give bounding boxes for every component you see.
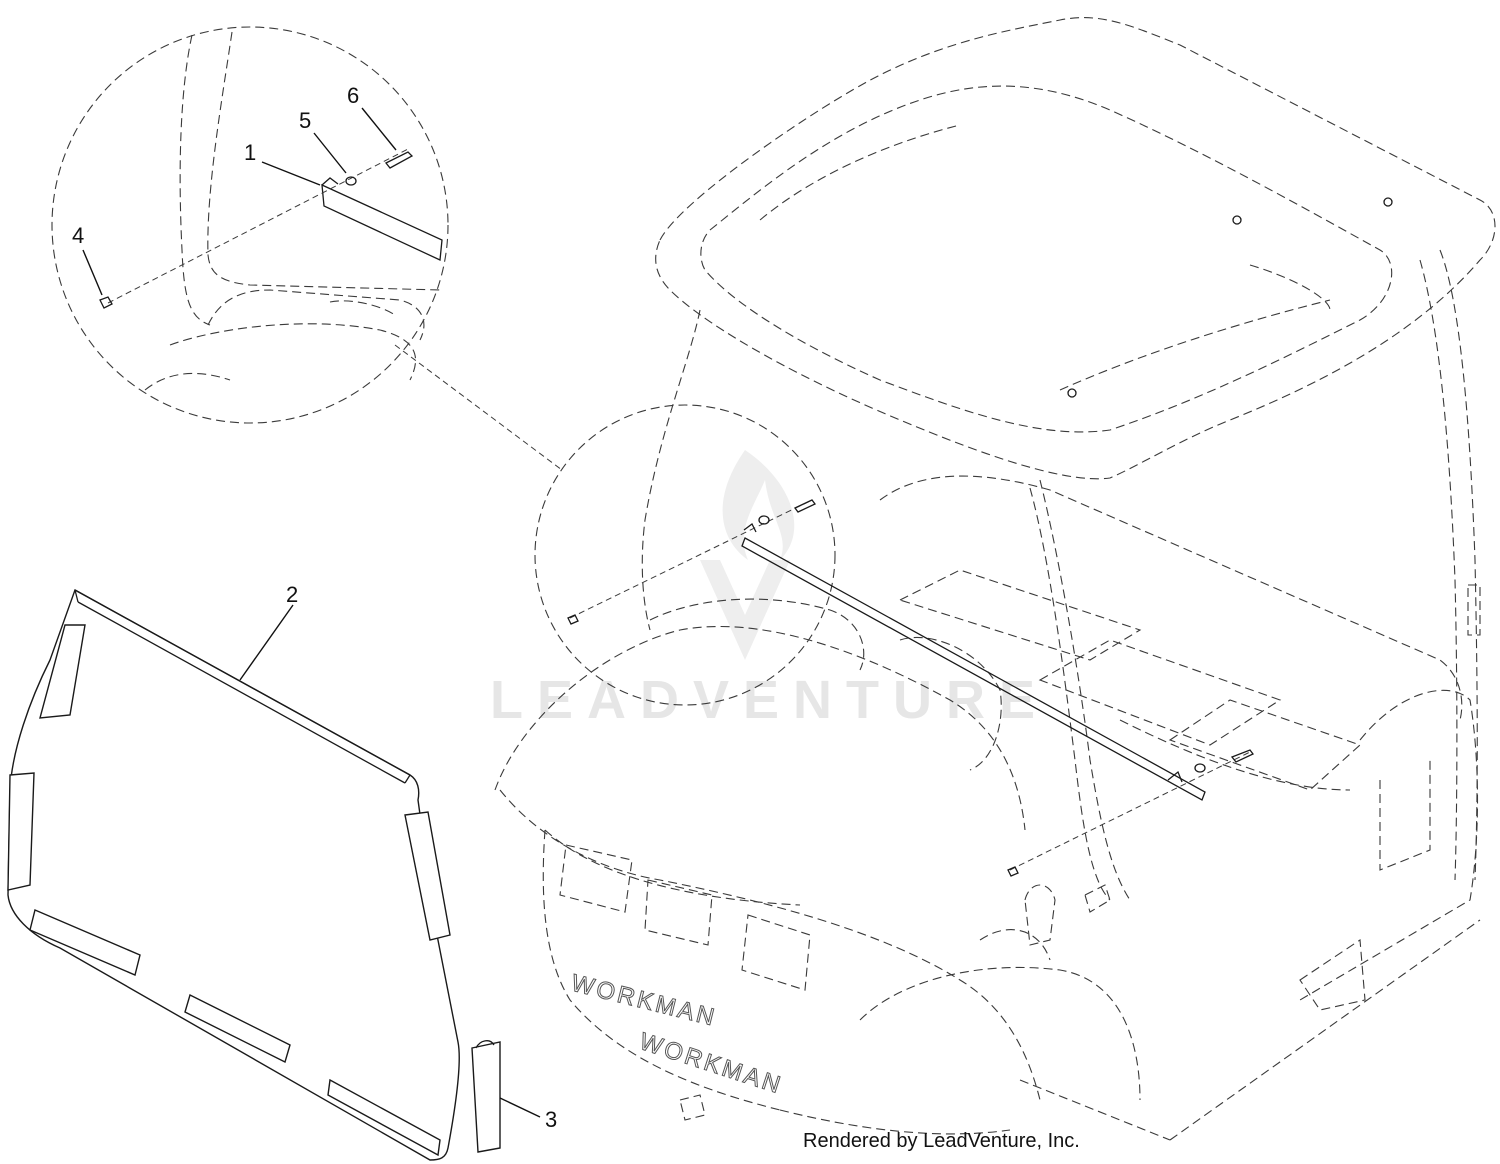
main-axis-left [569,499,813,619]
mounting-bar-tab-left [743,523,757,533]
side-latch [1024,884,1056,946]
side-trim-body [471,1041,501,1153]
bed-side [1299,689,1479,1001]
nut-icon [567,614,579,625]
front-fascia [542,829,781,1111]
windshield-flange-edge [74,589,79,603]
windshield-channel-bottom-3 [327,1078,441,1157]
callout-2: 2 [286,582,298,607]
leader-6 [361,107,397,151]
rops-rear-right [1439,249,1478,881]
hood-logo-side: WORKMAN [636,1028,786,1100]
detail-connector [394,344,563,471]
windshield-outline [7,588,460,1161]
callout-4: 4 [72,223,84,248]
callout-6: 6 [347,83,359,108]
bolt-icon [384,151,414,169]
side-bracket [1084,884,1111,913]
detail-bracket [321,183,443,261]
rops-front-right-inner [1029,487,1111,901]
washer-icon [345,176,357,186]
callout-5: 5 [299,108,311,133]
hood-top [494,625,1026,831]
fender [859,966,1141,1101]
fender-curve [979,929,1051,961]
hood-logo-front: WORKMAN [569,970,720,1032]
detail-bracket-tab [321,177,339,186]
main-axis-right [1009,751,1251,871]
detail-view [51,26,449,424]
mounting-bar-tab-right [1167,770,1183,783]
bolt-icon [1230,749,1254,763]
frame-rail-front [1019,1079,1171,1141]
headlight-right [741,914,811,991]
detail-seat-back [169,323,417,381]
windshield-channel-right [404,811,451,941]
windshield-channel-bottom-2 [184,993,291,1064]
leader-5 [313,132,347,174]
canopy-rib [1059,299,1331,391]
leader-3 [499,1097,541,1118]
detail-assembly-axis [107,147,411,304]
leader-4 [82,249,103,296]
windshield-panel [7,588,460,1161]
canopy-fastener-icon [1067,388,1077,398]
windshield-flange-edge-right [404,774,411,784]
magnifier-circle [534,404,836,706]
rops-decal [1467,584,1481,636]
washer-icon [758,515,770,525]
side-trim-top [475,1040,495,1049]
hood-crease [499,789,1041,1101]
canopy-fastener-icon [1383,197,1393,207]
headlight-left [559,844,633,913]
detail-rops-right [207,31,441,291]
canopy-fastener-icon [1232,215,1242,225]
mounting-bar [741,537,1206,801]
callout-1: 1 [244,140,256,165]
windshield-channel-bottom-1 [29,909,141,976]
hood-lower-crease [544,829,801,906]
tow-hook [679,1094,706,1121]
side-trim [471,1040,501,1153]
bed-bracket [1379,760,1431,871]
windshield-channel-left [7,772,35,891]
seat-left [649,598,865,671]
nut-icon [99,296,113,309]
seat-back [1119,719,1351,791]
front-bumper [779,1109,1011,1135]
canopy-inner [700,85,1393,433]
detail-seat-curve [329,300,396,316]
detail-seat [207,289,425,341]
detail-circle [51,26,449,424]
rear-hitch [1299,939,1366,1011]
bed-panel-3 [1168,699,1362,791]
grille-center [644,879,713,946]
rops-front-right [1039,479,1131,901]
bed-front [879,475,1463,721]
windshield-channel-upper-left [39,624,86,719]
render-credit: Rendered by LeadVenture, Inc. [803,1130,1080,1152]
canopy-outline [655,17,1496,480]
leader-2 [239,604,294,681]
bed-panel-1 [898,569,1142,661]
windshield-top-flange [74,589,411,776]
detail-rops-left [179,34,211,326]
rops-front-left [641,309,701,631]
callout-3: 3 [545,1107,557,1132]
vehicle-outline: WORKMAN WORKMAN [494,17,1496,1141]
nut-icon [1007,866,1019,877]
frame-rail [1169,919,1481,1141]
watermark: LEADVENTURE [490,450,1035,730]
canopy-panel-line [759,124,961,221]
bolt-icon [794,499,816,513]
washer-icon [1194,763,1206,773]
bed-panel-2 [1038,639,1282,746]
leader-1 [261,161,321,186]
windshield-top-flange-inner [77,601,406,784]
detail-seat-edge [144,372,231,391]
rops-rear-right-inner [1419,259,1458,881]
seat-center [899,636,1002,771]
canopy-rib2 [1249,264,1331,311]
